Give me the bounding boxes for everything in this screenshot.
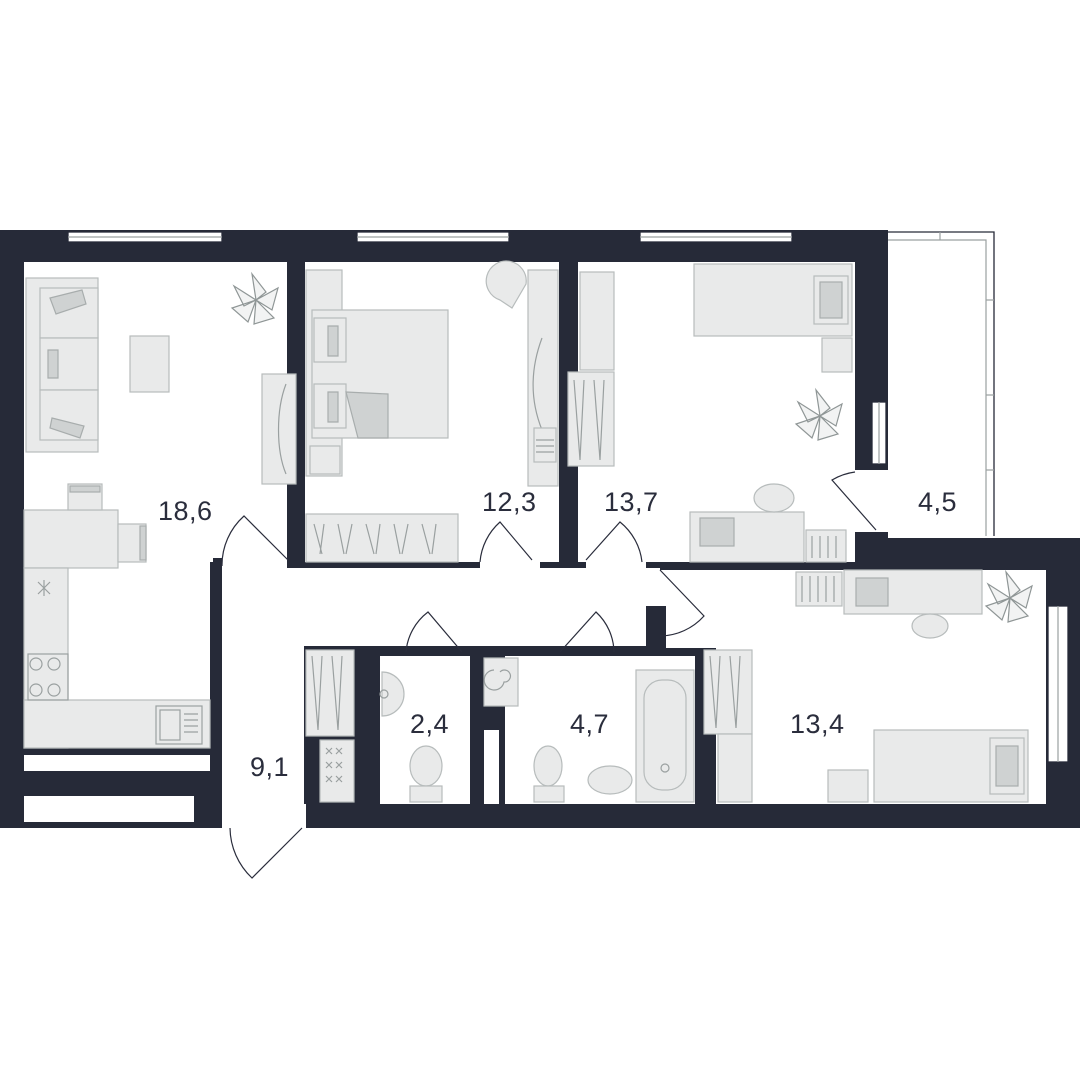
area-label-living-kitchen: 18,6 [158,496,213,526]
area-label-bedroom-3: 13,4 [790,709,845,739]
area-label-hallway: 9,1 [250,752,289,782]
area-labels: 18,6 12,3 13,7 4,5 9,1 2,4 4,7 13,4 [158,487,957,782]
hallway-furniture [305,649,355,803]
windows [67,231,1069,763]
area-label-bedroom-1: 12,3 [482,487,537,517]
living-furniture [23,271,297,749]
bedroom1-furniture [305,260,559,563]
area-label-toilet: 2,4 [410,709,449,739]
area-label-bedroom-2: 13,7 [604,487,659,517]
sanitary-fixtures [379,657,695,803]
bedroom2-furniture [567,263,853,563]
bedroom3-furniture [703,569,1033,803]
doors [221,471,877,879]
area-label-balcony: 4,5 [918,487,957,517]
area-label-bathroom: 4,7 [570,709,609,739]
